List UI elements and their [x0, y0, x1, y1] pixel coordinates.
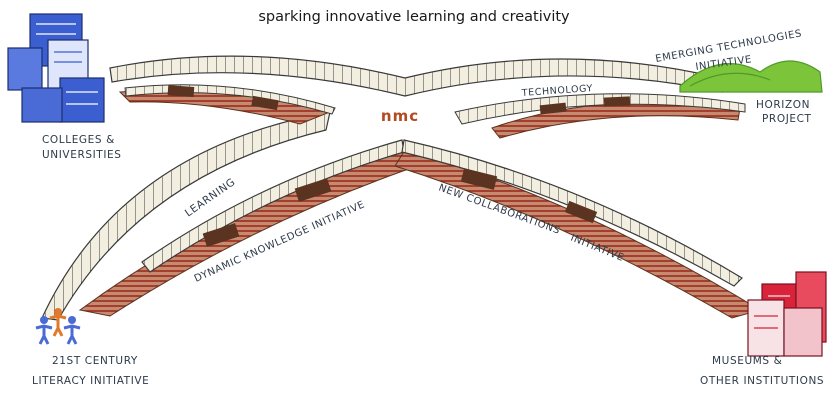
- colleges-deck: [118, 84, 336, 125]
- dynamic-knowledge-bridge: [78, 139, 421, 317]
- technology-deck: [454, 93, 746, 139]
- new-collaborations-bridge: [394, 139, 762, 319]
- museums-buildings-icon: [747, 271, 827, 357]
- colleges-label-line2: UNIVERSITIES: [42, 149, 122, 161]
- literacy-label-line1: 21ST CENTURY: [52, 355, 138, 367]
- nmc-logo: nmc: [381, 107, 419, 125]
- learning-bridge: [41, 111, 331, 321]
- museums-label-line1: MUSEUMS &: [712, 355, 782, 367]
- literacy-label-line2: LITERACY INITIATIVE: [32, 375, 149, 387]
- horizon-label-line2: PROJECT: [762, 113, 812, 125]
- diagram-title: sparking innovative learning and creativ…: [258, 9, 570, 25]
- colleges-buildings-icon: [7, 13, 105, 123]
- technology-label: TECHNOLOGY: [520, 83, 593, 99]
- hills-icon: [679, 60, 823, 93]
- colleges-label-line1: COLLEGES &: [42, 134, 115, 146]
- museums-label-line2: OTHER INSTITUTIONS: [700, 375, 824, 387]
- people-icon: [35, 308, 81, 345]
- horizon-label-line1: HORIZON: [756, 99, 810, 111]
